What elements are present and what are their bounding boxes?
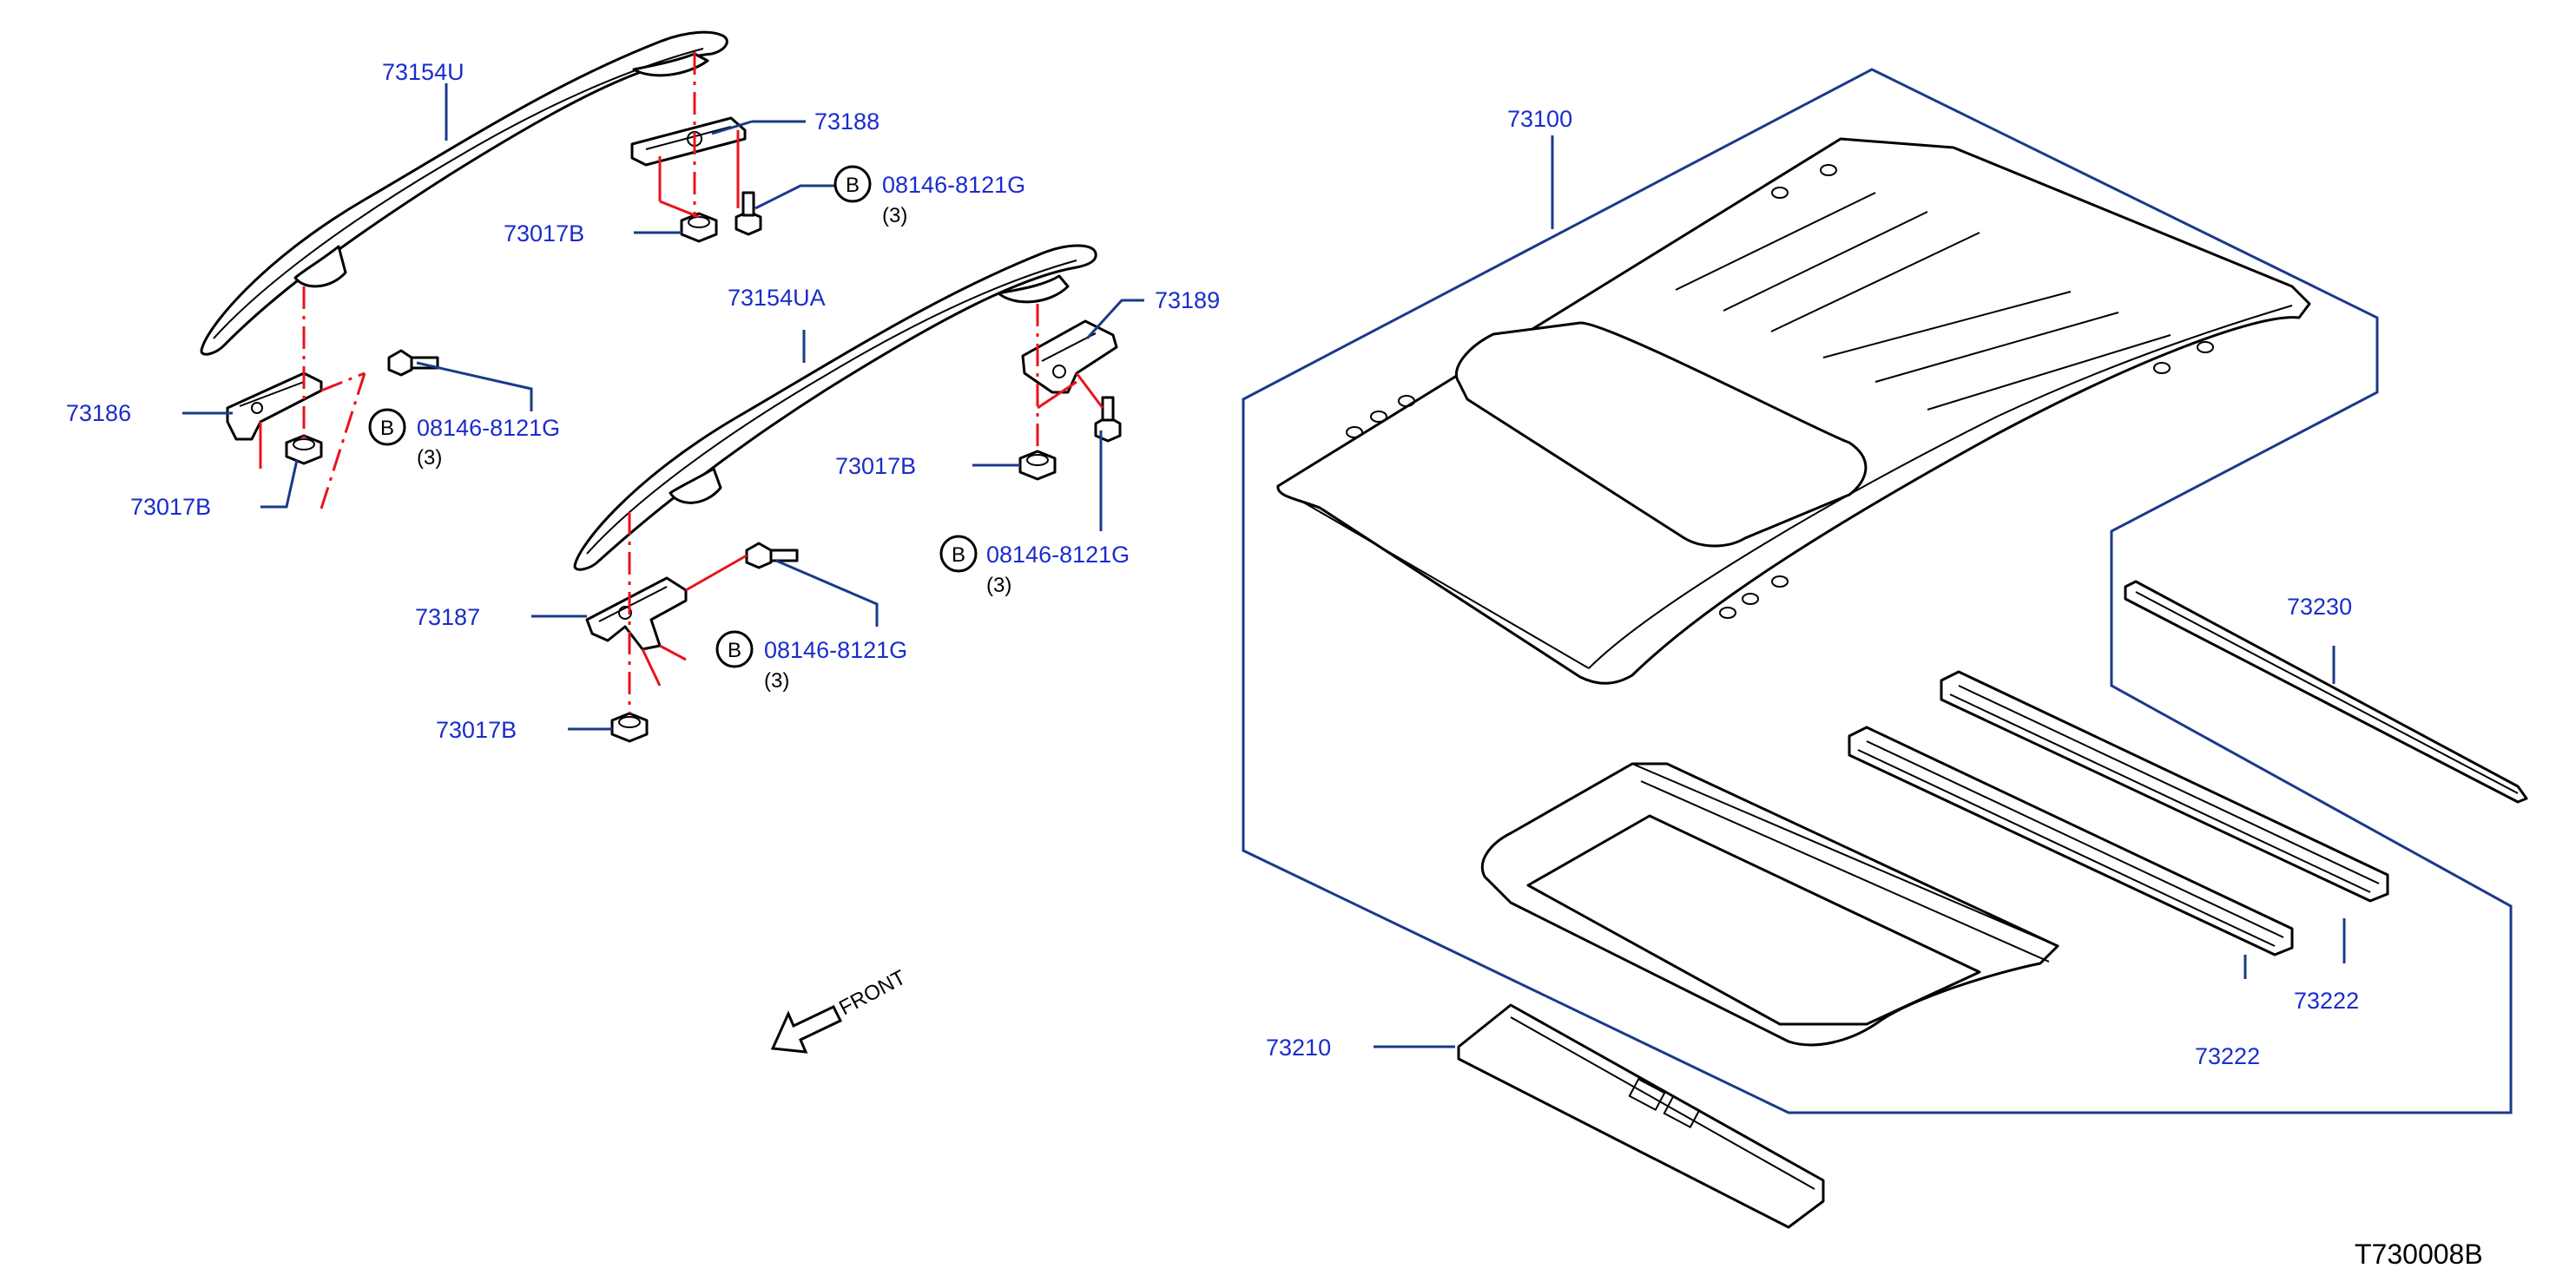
bolt-ref-circle-3: B: [939, 535, 978, 573]
qty-1: (3): [882, 204, 907, 227]
label-73186[interactable]: 73186: [66, 400, 131, 426]
label-73017B-2[interactable]: 73017B: [130, 494, 211, 520]
qty-3: (3): [986, 574, 1011, 597]
svg-text:B: B: [728, 639, 741, 662]
label-73017B-1[interactable]: 73017B: [504, 220, 584, 246]
nut-icon[interactable]: [680, 212, 718, 243]
label-73222-a[interactable]: 73222: [2195, 1043, 2260, 1069]
bolt-icon[interactable]: [735, 191, 762, 236]
roof-panel[interactable]: [1276, 137, 2311, 685]
bolt-ref-circle-2: B: [368, 408, 406, 446]
bolt-ref-circle-1: B: [833, 165, 872, 203]
label-bolt-1[interactable]: 08146-8121G: [882, 172, 1025, 198]
bolt-icon[interactable]: [745, 542, 799, 569]
nut-icon[interactable]: [285, 434, 323, 465]
assembly-dash-lines: [259, 52, 1104, 713]
label-73100[interactable]: 73100: [1507, 106, 1572, 132]
svg-text:B: B: [380, 417, 394, 440]
arrow-icon: [770, 1005, 843, 1054]
label-73210[interactable]: 73210: [1266, 1035, 1331, 1061]
label-73154UA[interactable]: 73154UA: [728, 285, 826, 311]
front-label: FRONT: [835, 965, 910, 1020]
roof-bow-73222-a[interactable]: [1848, 726, 2294, 956]
bracket-73187[interactable]: [585, 576, 688, 651]
roof-rail-rear[interactable]: [2124, 580, 2528, 804]
svg-text:B: B: [846, 174, 860, 197]
svg-text:B: B: [952, 543, 965, 567]
qty-4: (3): [764, 669, 789, 693]
front-arrow: FRONT: [770, 965, 910, 1054]
label-73017B-3[interactable]: 73017B: [835, 453, 916, 479]
bracket-73186[interactable]: [226, 371, 323, 441]
label-73189[interactable]: 73189: [1155, 287, 1220, 313]
nut-icon[interactable]: [610, 712, 649, 743]
label-73187[interactable]: 73187: [415, 604, 480, 630]
diagram-code: T730008B: [2355, 1239, 2483, 1270]
nut-icon[interactable]: [1018, 450, 1057, 481]
part-labels: 73154U 73188 08146-8121G (3) 73017B 7315…: [66, 59, 2359, 1069]
roof-bow-73222-b[interactable]: [1940, 670, 2389, 903]
leader-lines: [182, 83, 2346, 1048]
group-outline: [1242, 68, 2513, 1114]
label-73188[interactable]: 73188: [814, 108, 880, 135]
label-bolt-3[interactable]: 08146-8121G: [986, 542, 1130, 568]
label-73154U[interactable]: 73154U: [382, 59, 464, 85]
bolt-ref-circle-4: B: [715, 630, 754, 668]
label-73230[interactable]: 73230: [2287, 594, 2352, 620]
roof-rail-right[interactable]: [573, 244, 1097, 571]
roof-rail-front[interactable]: [1457, 1003, 1825, 1229]
qty-2: (3): [417, 446, 442, 470]
bracket-73188[interactable]: [630, 116, 747, 167]
label-bolt-2[interactable]: 08146-8121G: [417, 415, 560, 441]
label-bolt-4[interactable]: 08146-8121G: [764, 637, 907, 663]
label-73222-b[interactable]: 73222: [2294, 988, 2359, 1014]
roof-rail-left[interactable]: [200, 30, 728, 356]
sunroof-frame[interactable]: [1480, 762, 2059, 1047]
label-73017B-4[interactable]: 73017B: [436, 717, 517, 743]
bolt-icon[interactable]: [387, 349, 439, 377]
